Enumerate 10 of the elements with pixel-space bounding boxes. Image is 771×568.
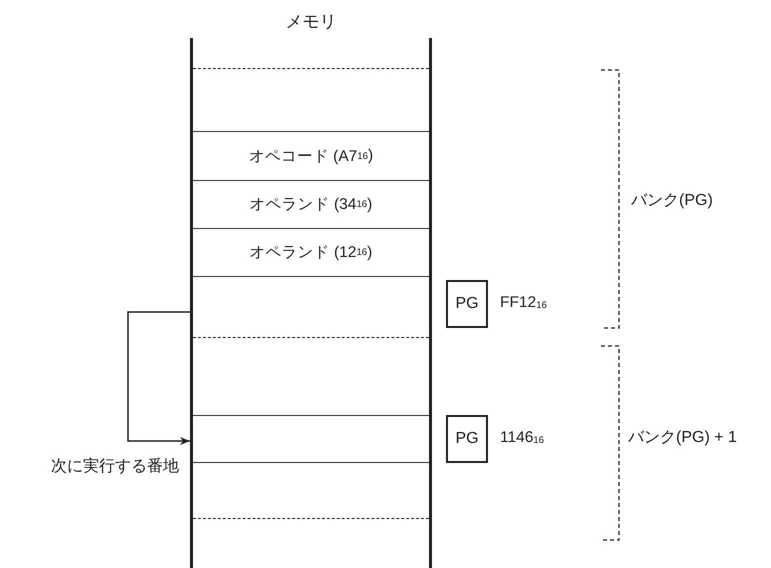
bank-label: バンク(PG) + 1 xyxy=(628,428,737,448)
register-value: 1146$_{16}$ xyxy=(500,429,544,447)
register-box: PG xyxy=(446,280,488,328)
column-heading: メモリ xyxy=(284,11,338,33)
register-value: FF12$_{16}$ xyxy=(500,294,547,312)
bank-label: バンク(PG) xyxy=(631,191,713,211)
register-box: PG xyxy=(446,415,488,463)
address-label: 次に実行する番地 xyxy=(51,456,179,477)
empty-memory-cell xyxy=(193,415,429,463)
arrow xyxy=(127,311,190,445)
